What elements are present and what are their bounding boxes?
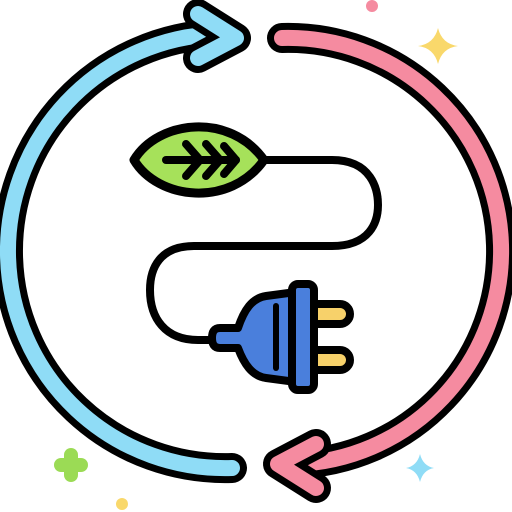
electric-plug-icon (208, 280, 354, 394)
sparkle-decorations (54, 0, 458, 510)
plus-icon (54, 448, 88, 482)
dot-icon (366, 0, 378, 12)
sparkle-star-icon (406, 454, 434, 482)
power-cable (146, 156, 382, 344)
dot-icon (116, 498, 128, 510)
sparkle-star-icon (418, 28, 458, 64)
cycle-arrow-left (0, 0, 251, 484)
leaf-icon (129, 122, 269, 198)
cycle-arrow-right (263, 22, 512, 503)
